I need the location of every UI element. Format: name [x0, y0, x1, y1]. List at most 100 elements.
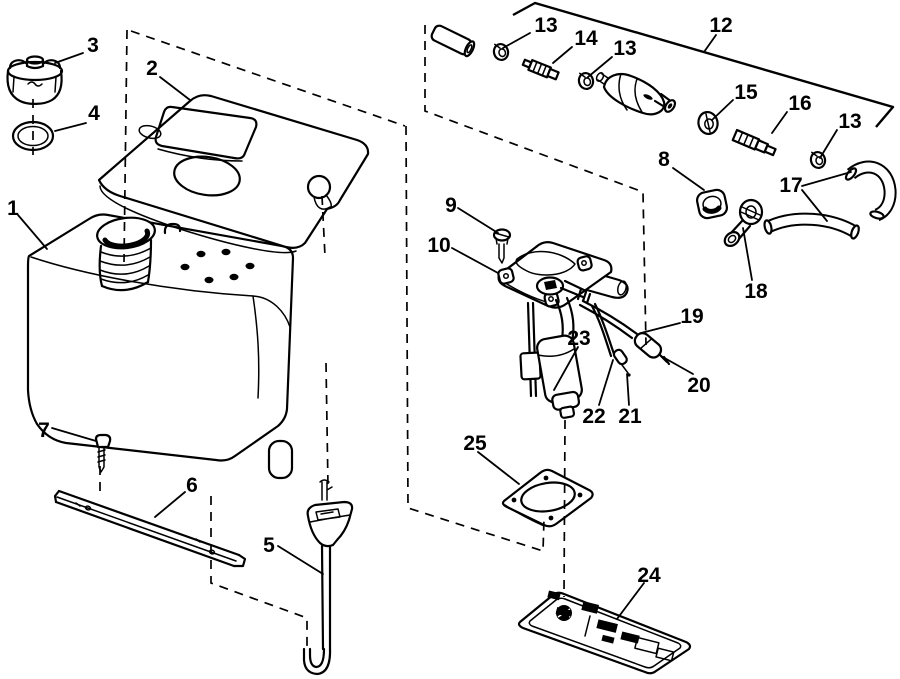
leader-fitting-16 — [771, 111, 788, 134]
part-label-tank: 1 — [7, 197, 19, 220]
decal-print — [547, 590, 675, 662]
lid-recess — [154, 105, 258, 160]
part-label-cap-gasket: 4 — [88, 102, 100, 125]
leader-grommet — [672, 167, 705, 191]
part-label-elbow-18: 18 — [744, 280, 768, 303]
wire-ferrule — [612, 348, 628, 366]
leader-hoses-17 — [801, 171, 852, 187]
tank-top-hook — [163, 222, 182, 235]
leader-lid — [159, 76, 191, 101]
cover-corner-bosses — [497, 255, 593, 308]
leader-filter-23 — [553, 346, 579, 391]
hose-stub — [430, 24, 476, 58]
leader-clamp-a — [502, 32, 531, 49]
leader-hoses-17-2 — [801, 189, 828, 222]
lid-oval-hole — [173, 155, 241, 197]
check-valve — [595, 72, 677, 116]
part-label-terminal-21: 21 — [618, 405, 642, 428]
part-label-mount-bracket: 6 — [186, 474, 198, 497]
construction-line-7 — [325, 362, 329, 488]
fitting-14 — [521, 58, 560, 81]
tank-lid-drawing — [97, 94, 370, 254]
leader-clamp-c — [711, 99, 734, 121]
outlet-barb — [576, 287, 592, 305]
part-label-wire-22: 22 — [582, 405, 605, 428]
elbow-fitting-18 — [723, 198, 764, 247]
leader-pump-cover — [451, 247, 499, 274]
part-label-hoses-17: 17 — [779, 174, 802, 197]
group-bracket-line-12 — [512, 1, 895, 128]
part-label-fitting-16: 16 — [788, 92, 811, 115]
decal-plate-drawing — [517, 590, 692, 675]
part-label-gasket-25: 25 — [463, 432, 487, 455]
clamp-13-a — [490, 40, 511, 63]
leader-bracket-screw — [51, 427, 97, 442]
leader-lead-20 — [660, 355, 694, 375]
cover-screw-drawing — [492, 228, 512, 264]
leader-decal-plate — [616, 582, 645, 620]
leader-pickup-tube — [277, 545, 324, 575]
leader-mount-bracket — [154, 491, 186, 518]
part-label-hose-assembly: 12 — [709, 14, 732, 37]
clamp-15 — [697, 110, 719, 136]
leader-tank — [17, 214, 48, 250]
part-label-lead-19: 19 — [680, 305, 703, 328]
leader-elbow-18 — [742, 227, 753, 281]
part-label-clamp-a: 13 — [534, 14, 557, 37]
leader-cover-screw — [457, 207, 499, 234]
leader-lead-19 — [640, 322, 681, 334]
fitting-16 — [731, 128, 777, 157]
lid-round-hole — [306, 174, 332, 200]
oil-pickup-drawing — [519, 296, 583, 419]
filler-neck-threads — [100, 280, 150, 292]
leader-gasket-25 — [477, 451, 520, 485]
part-label-filter-23: 23 — [567, 327, 590, 350]
leader-clamp-b — [587, 56, 613, 78]
mounting-bracket-drawing — [53, 489, 247, 568]
oil-tank-drawing — [26, 213, 295, 480]
cap-emblem — [27, 81, 43, 87]
pickup-tube-drawing — [302, 479, 354, 676]
filler-cap-drawing — [6, 55, 64, 105]
part-label-clamp-d: 13 — [838, 110, 861, 133]
leader-terminal-21 — [626, 373, 630, 406]
part-label-lead-20: 20 — [687, 374, 710, 397]
leader-filler-cap — [54, 52, 84, 64]
sensor-wires-drawing — [578, 299, 671, 377]
bracket-screw-drawing — [94, 433, 112, 473]
leader-clamp-d — [819, 129, 838, 159]
part-label-filler-cap: 3 — [87, 34, 99, 57]
construction-line-3 — [130, 30, 406, 127]
hose-kit-drawing — [430, 24, 897, 247]
bullet-connector — [633, 331, 663, 359]
hose-17-upper — [844, 160, 897, 222]
tank-foot — [267, 439, 294, 480]
hose-17-lower — [763, 212, 860, 240]
part-label-connector-14: 14 — [574, 27, 598, 50]
leader-cap-gasket — [54, 122, 87, 132]
lid-small-oval — [138, 124, 162, 140]
construction-line-2 — [123, 29, 128, 263]
part-label-cover-screw: 9 — [445, 194, 457, 217]
leader-connector-14 — [552, 46, 573, 64]
construction-line-4 — [405, 125, 545, 553]
part-label-grommet: 8 — [658, 148, 670, 171]
grommet-8 — [695, 188, 729, 220]
part-label-clamp-b: 13 — [613, 37, 636, 60]
construction-line-10 — [563, 419, 566, 598]
part-label-lid: 2 — [146, 57, 158, 80]
leader-hose-assembly — [703, 34, 717, 53]
part-label-bracket-screw: 7 — [38, 419, 50, 442]
construction-line-6 — [321, 195, 326, 257]
pump-gasket-drawing — [501, 468, 594, 528]
construction-line-8 — [210, 496, 308, 650]
part-label-pump-cover: 10 — [427, 234, 450, 257]
part-label-decal-plate: 24 — [637, 564, 661, 587]
pump-cover-drawing — [492, 228, 629, 309]
part-label-pickup-tube: 5 — [263, 534, 275, 557]
leader-wire-22 — [598, 359, 614, 406]
part-label-clamp-c: 15 — [734, 81, 758, 104]
